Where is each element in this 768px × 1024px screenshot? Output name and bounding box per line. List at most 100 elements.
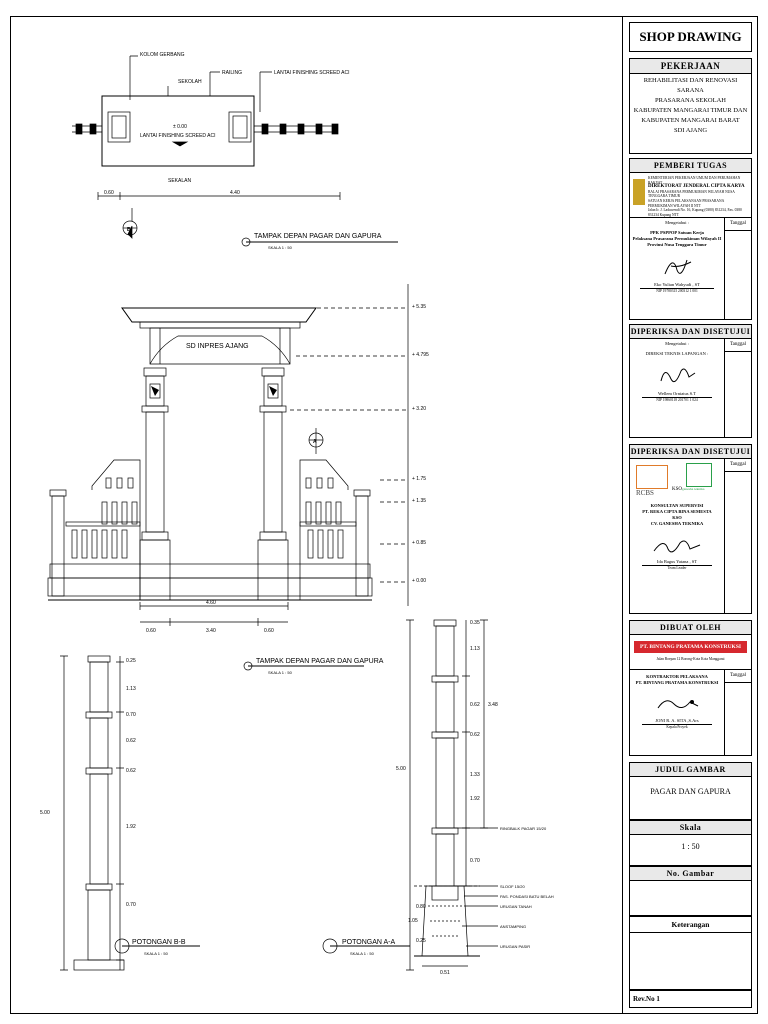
ganesha-logo-text: ganesha teknika: [682, 487, 705, 491]
elev-title: TAMPAK DEPAN PAGAR DAN GAPURA: [256, 658, 384, 665]
ganesha-logo-icon: [686, 463, 712, 487]
seca-dim-13: 0.51: [440, 970, 450, 976]
seca-note-5: ANSTAMPING: [500, 924, 526, 929]
keterangan-label: Keterangan: [630, 917, 751, 933]
secb-dim-2: 1.13: [126, 686, 136, 692]
pekerjaan-line-4: KABUPATEN MANGARAI BARAT: [641, 117, 740, 124]
pemberi-logo-line-2: DIREKTORAT JENDERAL CIPTA KARYA: [648, 184, 745, 190]
diperiksa-1-name: Wellem Orniatus S.T: [642, 391, 712, 398]
front-elevation: [47, 284, 409, 671]
pemberi-tugas-label: PEMBERI TUGAS: [630, 159, 751, 173]
judul-gambar-box: JUDUL GAMBAR PAGAR DAN GAPURA: [629, 762, 752, 820]
rcbs-logo-icon: [636, 465, 668, 489]
secb-dim-3: 0.70: [126, 712, 136, 718]
elev-scale: SKALA 1 : 50: [268, 670, 293, 675]
pekerjaan-line-1: REHABILITASI DAN RENOVASI SARANA: [643, 77, 738, 94]
dibuat-role: KONTRAKTOR PELAKSANA: [646, 674, 708, 679]
level-1: + 5.35: [412, 304, 426, 310]
diperiksa-1-nip: NIP 19860118 201701 1 024: [656, 398, 698, 402]
level-3: + 3.20: [412, 406, 426, 412]
secb-dim-5: 0.62: [126, 768, 136, 774]
pemberi-role-1: PPK PSPPOP Satuan Kerja: [650, 230, 704, 235]
section-a: [322, 619, 498, 971]
seca-title: POTONGAN A-A: [342, 939, 395, 946]
diperiksa-1-box: DIPERIKSA DAN DISETUJUI Tanggal Mengetah…: [629, 324, 752, 438]
seca-note-6: URUGAN PASIR: [500, 944, 530, 949]
plan-label-sekolah: SEKOLAH: [178, 79, 202, 85]
dibuat-name: JONI R. A. SITA ,S.Ars: [642, 718, 712, 725]
elev-section-marker: A: [313, 439, 317, 445]
pemberi-nip: NIP 19780315 200312 1 001: [656, 289, 698, 293]
seca-dim-8: 3.48: [488, 702, 498, 708]
bpk-logo-text: PT. BINTANG PRATAMA KONSTRUKSI: [634, 641, 747, 653]
pemberi-tugas-box: PEMBERI TUGAS KEMENTERIAN PEKERJAAN UMUM…: [629, 158, 752, 320]
pupr-logo-icon: [633, 179, 645, 205]
seca-dim-9: 5.00: [396, 766, 406, 772]
skala-label: Skala: [630, 821, 751, 835]
level-6: + 0.85: [412, 540, 426, 546]
drawing-area: KOLOM GERBANG SEKOLAH RAILING LANTAI FIN…: [10, 16, 623, 1014]
keterangan-box: Keterangan: [629, 916, 752, 990]
seca-dim-4: 0.62: [470, 732, 480, 738]
pemberi-logo-line-1: KEMENTERIAN PEKERJAAN UMUM DAN PERUMAHAN…: [648, 176, 741, 185]
diperiksa-2-firm-2: CV. GANESHA TEKNIKA: [650, 521, 704, 526]
seca-note-1: RINGBALK PAGAR 15/20: [500, 826, 547, 831]
plan-label-lantai: LANTAI FINISHING SCREED ACI: [274, 70, 349, 76]
diperiksa-2-label: DIPERIKSA DAN DISETUJUI: [630, 445, 751, 459]
seca-dim-1: 0.35: [470, 620, 480, 626]
seca-dim-6: 1.92: [470, 796, 480, 802]
seca-note-3: PAS. PONDASI BATU BELAH: [500, 894, 554, 899]
elev-dim-bottom-1: 0.60: [146, 628, 156, 634]
skala-value: 1 : 50: [681, 842, 700, 851]
title-block: SHOP DRAWING PEKERJAAN REHABILITASI DAN …: [623, 16, 758, 1014]
diperiksa-2-tanggal: Tanggal: [724, 459, 751, 472]
seca-dim-12: 0.25: [416, 938, 426, 944]
dibuat-tanggal: Tanggal: [724, 670, 751, 683]
secb-scale: SKALA 1 : 50: [144, 951, 169, 956]
column-ornaments: [151, 386, 277, 396]
secb-dim-8: 5.00: [40, 810, 50, 816]
kso-1: KSO: [672, 487, 683, 492]
level-5: + 1.35: [412, 498, 426, 504]
diperiksa-2-title: Team Leader: [667, 566, 687, 570]
plan-dim-small: 0.60: [104, 190, 114, 196]
no-gambar-box: No. Gambar: [629, 866, 752, 916]
diperiksa-2-role: KONSULTAN SUPERVISI: [650, 503, 704, 508]
diperiksa-2-box: DIPERIKSA DAN DISETUJUI Tanggal RCBS KSO…: [629, 444, 752, 614]
diperiksa-1-tanggal: Tanggal: [724, 339, 751, 352]
shop-drawing-box: SHOP DRAWING: [629, 22, 752, 52]
elevation-sign-text: SD INPRES AJANG: [186, 343, 249, 350]
diperiksa-2-firm-1: PT. REKA CIPTA BINA SEMESTA: [642, 509, 712, 514]
seca-note-2: SLOOF 15/20: [500, 884, 525, 889]
plan-label-jalan: SEKALAN: [168, 178, 191, 184]
pemberi-logo-line-4: SATUAN KERJA PELAKSANAAN PRASARANA PERMU…: [648, 198, 724, 208]
section-b: [60, 655, 200, 971]
secb-dim-1: 0.25: [126, 658, 136, 664]
pemberi-logo-line-5: Jalan Ir. J. Laduwendi No. 16, Kupang (0…: [648, 208, 742, 217]
diperiksa-1-label: DIPERIKSA DAN DISETUJUI: [630, 325, 751, 339]
plan-scale: SKALA 1 : 50: [268, 245, 293, 250]
plan-label-lantai-center: LANTAI FINISHING SCREED ACI: [140, 133, 215, 139]
diperiksa-2-name: Ida Bagus Yatana , ST: [642, 559, 712, 566]
pekerjaan-box: PEKERJAAN REHABILITASI DAN RENOVASI SARA…: [629, 58, 752, 154]
pemberi-mengetahui: Mengetahui :: [665, 220, 689, 225]
dibuat-oleh-label: DIBUAT OLEH: [630, 621, 751, 635]
level-7: + 0.00: [412, 578, 426, 584]
skala-box: Skala 1 : 50: [629, 820, 752, 866]
pekerjaan-line-2: PRASARANA SEKOLAH: [655, 97, 726, 104]
level-4: + 1.75: [412, 476, 426, 482]
bpk-address: Jalan Boepan 12 Borong-Kota Kota Manggar…: [656, 657, 725, 661]
pekerjaan-label: PEKERJAAN: [630, 59, 751, 74]
seca-note-4: URUGAN TANAH: [500, 904, 532, 909]
level-2: + 4.795: [412, 352, 429, 358]
diperiksa-1-role: DIREKSI TEKNIS LAPANGAN :: [645, 351, 709, 356]
plan-dim-total: 4.40: [230, 190, 240, 196]
rev-box: Rev.No 1: [629, 990, 752, 1008]
secb-title: POTONGAN B-B: [132, 939, 186, 946]
sheet-frame: [10, 16, 758, 1014]
plan-level: ± 0.00: [173, 124, 187, 130]
plan-label-kolom: KOLOM GERBANG: [140, 52, 185, 58]
pekerjaan-line-5: SDI AJANG: [673, 127, 708, 134]
elev-dim-top: 4.60: [206, 600, 216, 606]
judul-gambar-label: JUDUL GAMBAR: [630, 763, 751, 777]
